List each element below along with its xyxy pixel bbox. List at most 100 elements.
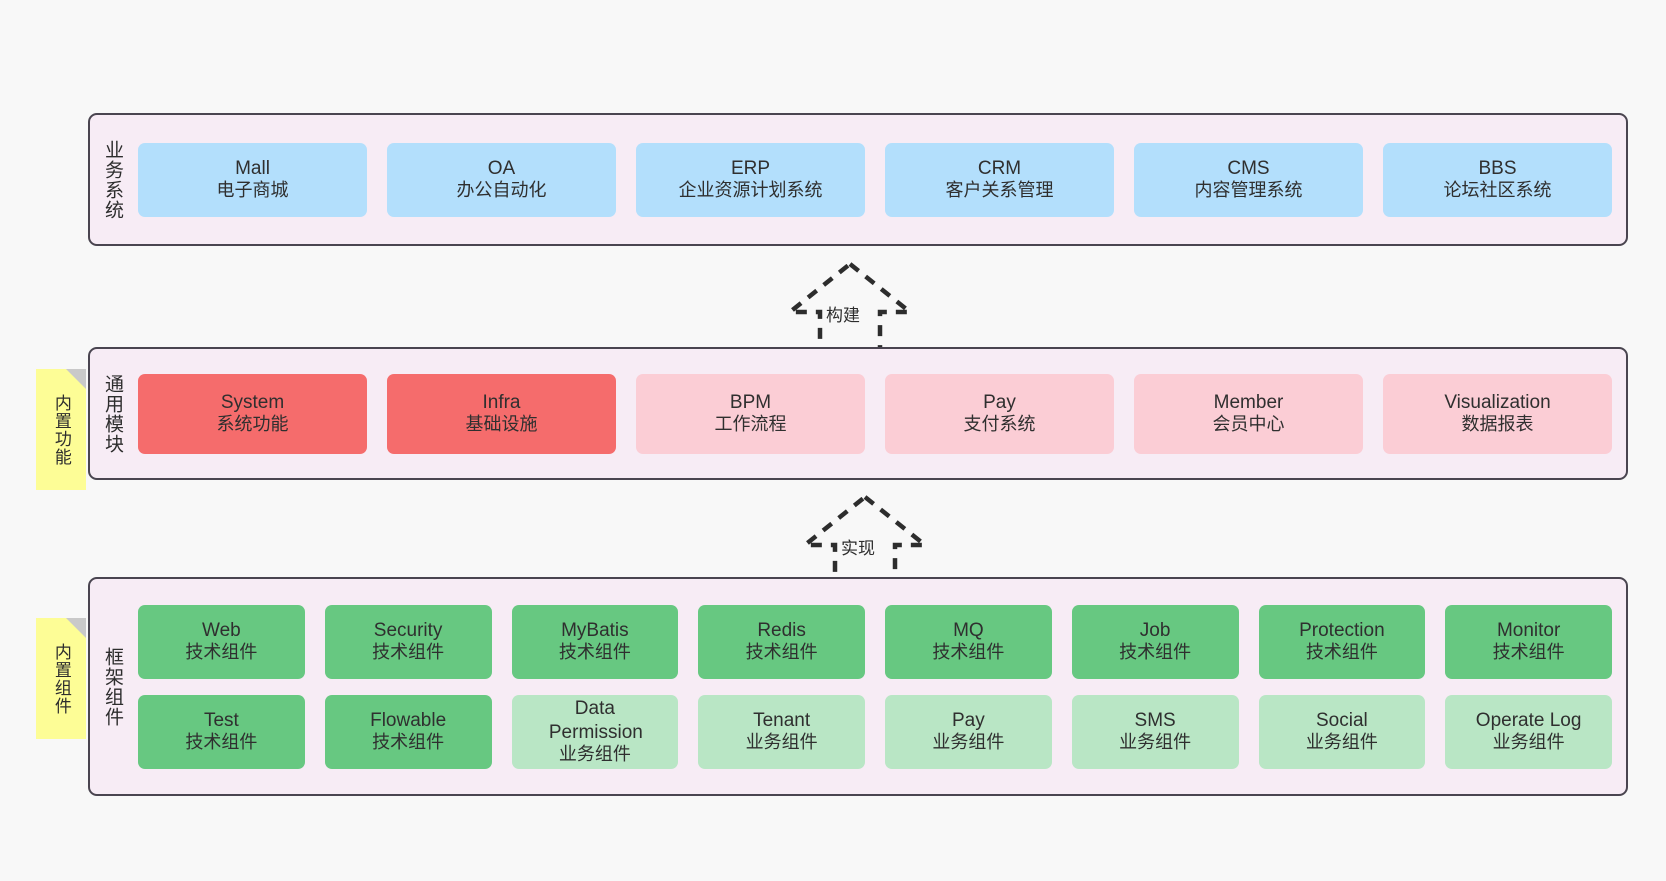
box-data-permission-cn: 业务组件 [558,743,631,764]
box-erp-cn: 企业资源计划系统 [678,180,823,201]
box-visualization-cn: 数据报表 [1461,414,1534,435]
box-system-en: System [220,391,285,413]
box-mall[interactable]: Mall 电子商城 [138,142,367,217]
box-monitor[interactable]: Monitor 技术组件 [1445,604,1612,679]
box-member-cn: 会员中心 [1212,414,1285,435]
cell: Social 业务组件 [1258,694,1426,769]
box-pay-component[interactable]: Pay 业务组件 [885,694,1052,769]
box-flowable[interactable]: Flowable 技术组件 [324,694,492,769]
box-tenant-cn: 业务组件 [745,732,818,753]
note-builtin-features: 内置功能 [36,369,86,490]
framework-row-business: Test 技术组件 Flowable 技术组件 Data Permission … [138,694,1612,769]
box-security-en: Security [373,619,443,641]
box-redis-cn: 技术组件 [745,642,818,663]
layer-framework-components: 框架组件 Web 技术组件 Security 技术组件 [88,577,1628,796]
box-operate-log[interactable]: Operate Log 业务组件 [1445,694,1612,769]
connector-build-label: 构建 [826,306,860,325]
layer-title-common-modules: 通用模块 [102,373,124,454]
box-test[interactable]: Test 技术组件 [138,694,305,769]
cell: BPM 工作流程 [636,373,865,454]
box-pay-component-cn: 业务组件 [932,732,1005,753]
box-infra[interactable]: Infra 基础设施 [387,373,616,454]
box-pay-module-en: Pay [983,391,1016,413]
box-infra-en: Infra [482,391,521,413]
box-pay-component-en: Pay [952,709,985,731]
box-job[interactable]: Job 技术组件 [1071,604,1239,679]
box-social-cn: 业务组件 [1305,732,1378,753]
note-fold-corner-icon [66,369,86,389]
note-fold-corner-icon [66,618,86,638]
box-operate-log-cn: 业务组件 [1492,732,1565,753]
note-builtin-components-label: 内置组件 [51,642,71,715]
box-infra-cn: 基础设施 [465,414,538,435]
cell: Member 会员中心 [1134,373,1363,454]
box-member[interactable]: Member 会员中心 [1134,373,1363,454]
box-visualization[interactable]: Visualization 数据报表 [1383,373,1612,454]
layer-body-business-system: Mall 电子商城 OA 办公自动化 ERP 企业资源计划系统 [134,115,1626,244]
cell: Test 技术组件 [138,694,305,769]
box-tenant[interactable]: Tenant 业务组件 [698,694,865,769]
box-mybatis[interactable]: MyBatis 技术组件 [511,604,679,679]
box-web-cn: 技术组件 [185,642,258,663]
connector-implement: 实现 [770,491,960,589]
box-member-en: Member [1213,391,1284,413]
note-builtin-features-label: 内置功能 [51,393,71,466]
box-data-permission[interactable]: Data Permission 业务组件 [511,694,679,769]
box-bbs[interactable]: BBS 论坛社区系统 [1383,142,1612,217]
box-test-en: Test [203,709,239,731]
cell: Pay 支付系统 [885,373,1114,454]
box-crm[interactable]: CRM 客户关系管理 [885,142,1114,217]
cell: Visualization 数据报表 [1383,373,1612,454]
box-redis-en: Redis [757,619,806,641]
cell: ERP 企业资源计划系统 [636,142,865,217]
cell: CRM 客户关系管理 [885,142,1114,217]
cell: Job 技术组件 [1071,604,1239,679]
cell: Mall 电子商城 [138,142,367,217]
box-social-en: Social [1316,709,1368,731]
box-cms[interactable]: CMS 内容管理系统 [1134,142,1363,217]
cell: Monitor 技术组件 [1445,604,1612,679]
box-oa[interactable]: OA 办公自动化 [387,142,616,217]
box-sms[interactable]: SMS 业务组件 [1071,694,1239,769]
box-protection-cn: 技术组件 [1305,642,1378,663]
box-system-cn: 系统功能 [216,414,289,435]
layer-body-common-modules: System 系统功能 Infra 基础设施 BPM 工作流程 [134,349,1626,478]
business-row: Mall 电子商城 OA 办公自动化 ERP 企业资源计划系统 [138,142,1612,217]
box-pay-module[interactable]: Pay 支付系统 [885,373,1114,454]
box-crm-en: CRM [977,157,1022,179]
box-protection[interactable]: Protection 技术组件 [1258,604,1426,679]
box-bpm-en: BPM [729,391,772,413]
box-mq[interactable]: MQ 技术组件 [885,604,1052,679]
cell: Web 技术组件 [138,604,305,679]
box-mall-en: Mall [235,157,270,179]
box-mall-cn: 电子商城 [216,180,289,201]
cell: Security 技术组件 [324,604,492,679]
box-bpm[interactable]: BPM 工作流程 [636,373,865,454]
box-job-cn: 技术组件 [1119,642,1192,663]
box-monitor-en: Monitor [1496,619,1561,641]
box-flowable-cn: 技术组件 [372,732,445,753]
modules-row: System 系统功能 Infra 基础设施 BPM 工作流程 [138,373,1612,454]
box-oa-cn: 办公自动化 [456,180,547,201]
box-redis[interactable]: Redis 技术组件 [698,604,865,679]
box-operate-log-en: Operate Log [1475,709,1582,731]
box-visualization-en: Visualization [1444,391,1551,413]
cell: BBS 论坛社区系统 [1383,142,1612,217]
cell: OA 办公自动化 [387,142,616,217]
box-web[interactable]: Web 技术组件 [138,604,305,679]
box-erp[interactable]: ERP 企业资源计划系统 [636,142,865,217]
box-mq-cn: 技术组件 [932,642,1005,663]
box-cms-cn: 内容管理系统 [1194,180,1303,201]
cell: Data Permission 业务组件 [511,694,679,769]
note-builtin-components: 内置组件 [36,618,86,739]
cell: SMS 业务组件 [1071,694,1239,769]
box-bbs-cn: 论坛社区系统 [1443,180,1552,201]
connector-implement-label: 实现 [841,539,875,558]
box-social[interactable]: Social 业务组件 [1258,694,1426,769]
box-system[interactable]: System 系统功能 [138,373,367,454]
box-sms-cn: 业务组件 [1119,732,1192,753]
box-security[interactable]: Security 技术组件 [324,604,492,679]
box-bpm-cn: 工作流程 [714,414,787,435]
box-protection-en: Protection [1299,619,1385,641]
layer-common-modules: 通用模块 System 系统功能 Infra 基础设施 [88,347,1628,480]
